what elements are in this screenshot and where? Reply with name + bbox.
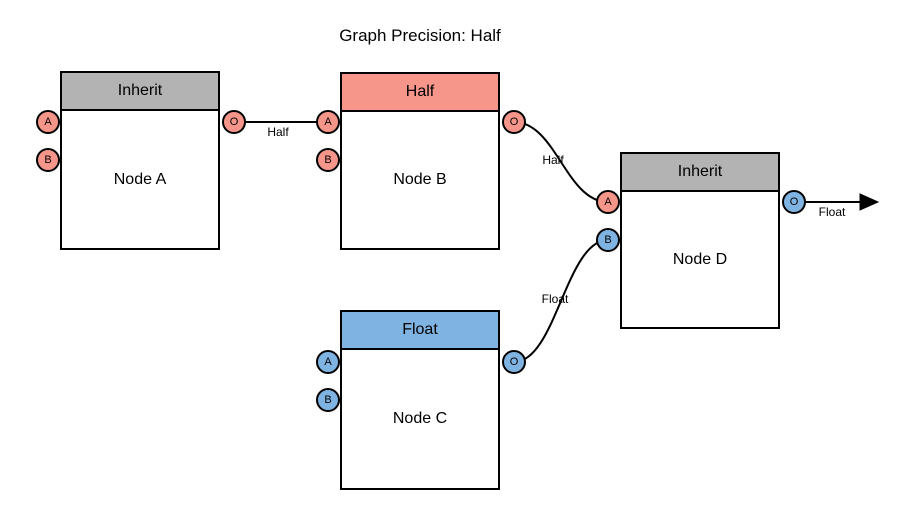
node-d-header: Inherit [622,154,778,192]
edge-label-b-to-d: Half [542,153,564,167]
node-a: Inherit Node A A B O [36,71,246,250]
node-d: Inherit Node D A B O [596,152,806,329]
node-b-port-output: O [502,110,526,134]
node-d-port-output: O [782,190,806,214]
node-b-label: Node B [393,171,447,188]
node-a-header: Inherit [62,73,218,111]
edge-nodeb-to-noded [513,121,609,203]
node-c: Float Node C A B O [316,310,526,490]
node-c-header: Float [342,312,498,350]
node-a-port-input-b: B [36,148,60,172]
node-c-port-output: O [502,350,526,374]
node-a-label: Node A [113,170,167,188]
node-d-port-input-b: B [596,228,620,252]
node-d-label: Node D [672,250,728,268]
node-c-port-input-a: A [316,350,340,374]
edge-nodec-to-noded [513,239,609,363]
node-a-port-input-a: A [36,110,60,134]
edge-label-output: Float [818,205,846,219]
node-c-port-input-b: B [316,388,340,412]
node-a-port-output: O [222,110,246,134]
node-b-port-input-b: B [316,148,340,172]
node-b: Half Node B A B O [316,72,526,250]
edge-label-c-to-d: Float [541,292,569,306]
node-d-port-input-a: A [596,190,620,214]
node-b-port-input-a: A [316,110,340,134]
node-c-label: Node C [392,410,448,427]
output-arrowhead-icon [859,193,880,211]
diagram-title: Graph Precision: Half [339,26,501,45]
edge-label-a-to-b: Half [267,125,289,139]
node-b-header: Half [342,74,498,112]
